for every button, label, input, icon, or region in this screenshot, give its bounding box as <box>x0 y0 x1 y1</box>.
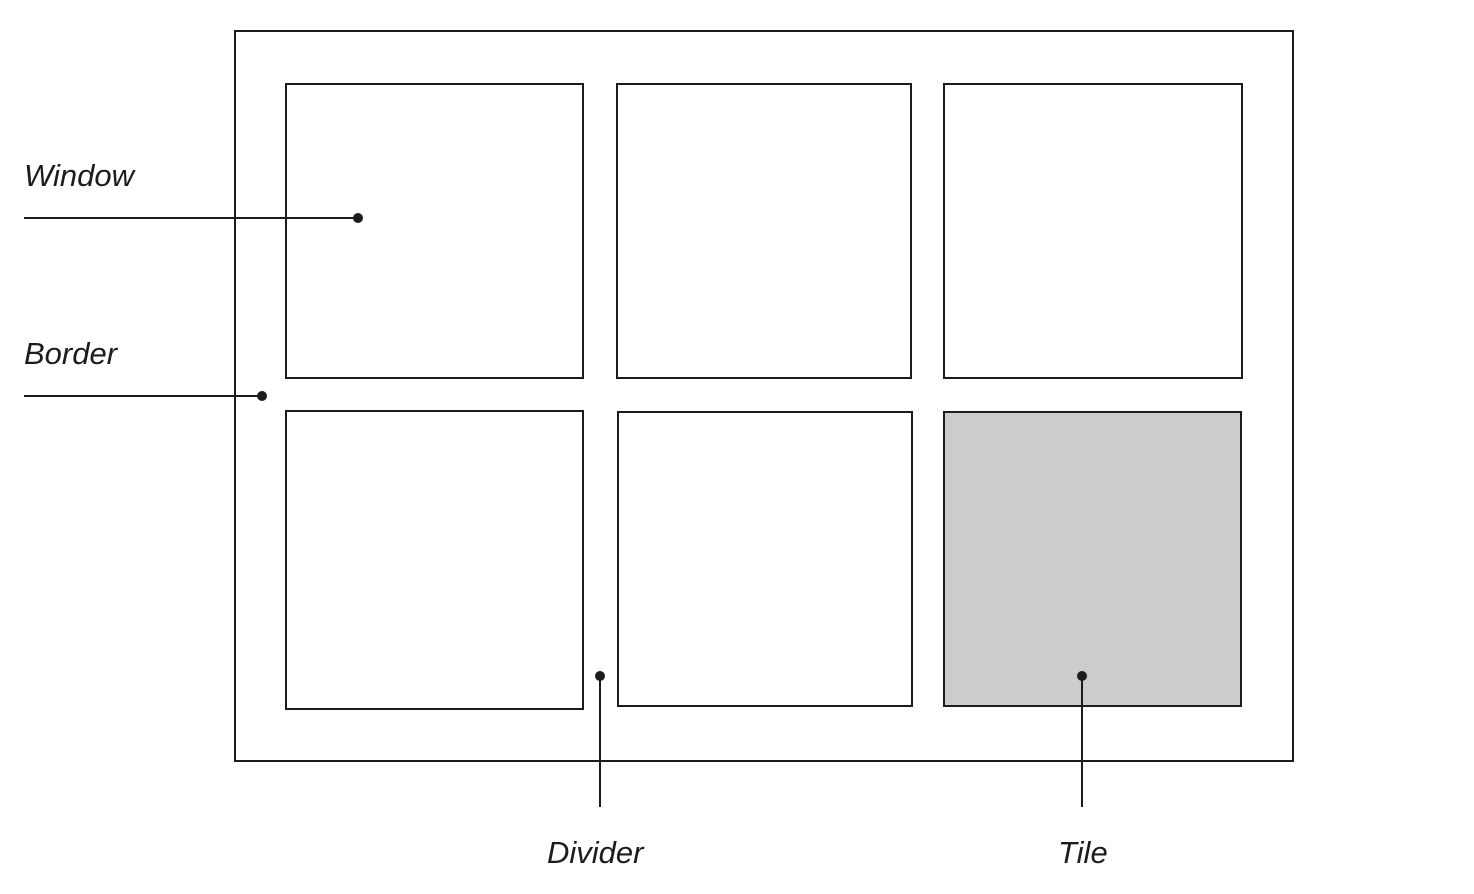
border-label: Border <box>24 336 118 371</box>
tile-row2-col3-highlighted <box>943 411 1242 707</box>
tile-row2-col1 <box>285 410 584 710</box>
divider-callout-dot <box>595 671 605 681</box>
tile-row1-col2 <box>616 83 912 379</box>
tile-callout-dot <box>1077 671 1087 681</box>
window-callout-dot <box>353 213 363 223</box>
window-label: Window <box>24 158 134 193</box>
divider-label: Divider <box>547 835 644 870</box>
tile-label: Tile <box>1058 835 1108 870</box>
border-callout-dot <box>257 391 267 401</box>
tile-row2-col2 <box>617 411 913 707</box>
tile-row1-col3 <box>943 83 1243 379</box>
tile-row1-col1 <box>285 83 584 379</box>
